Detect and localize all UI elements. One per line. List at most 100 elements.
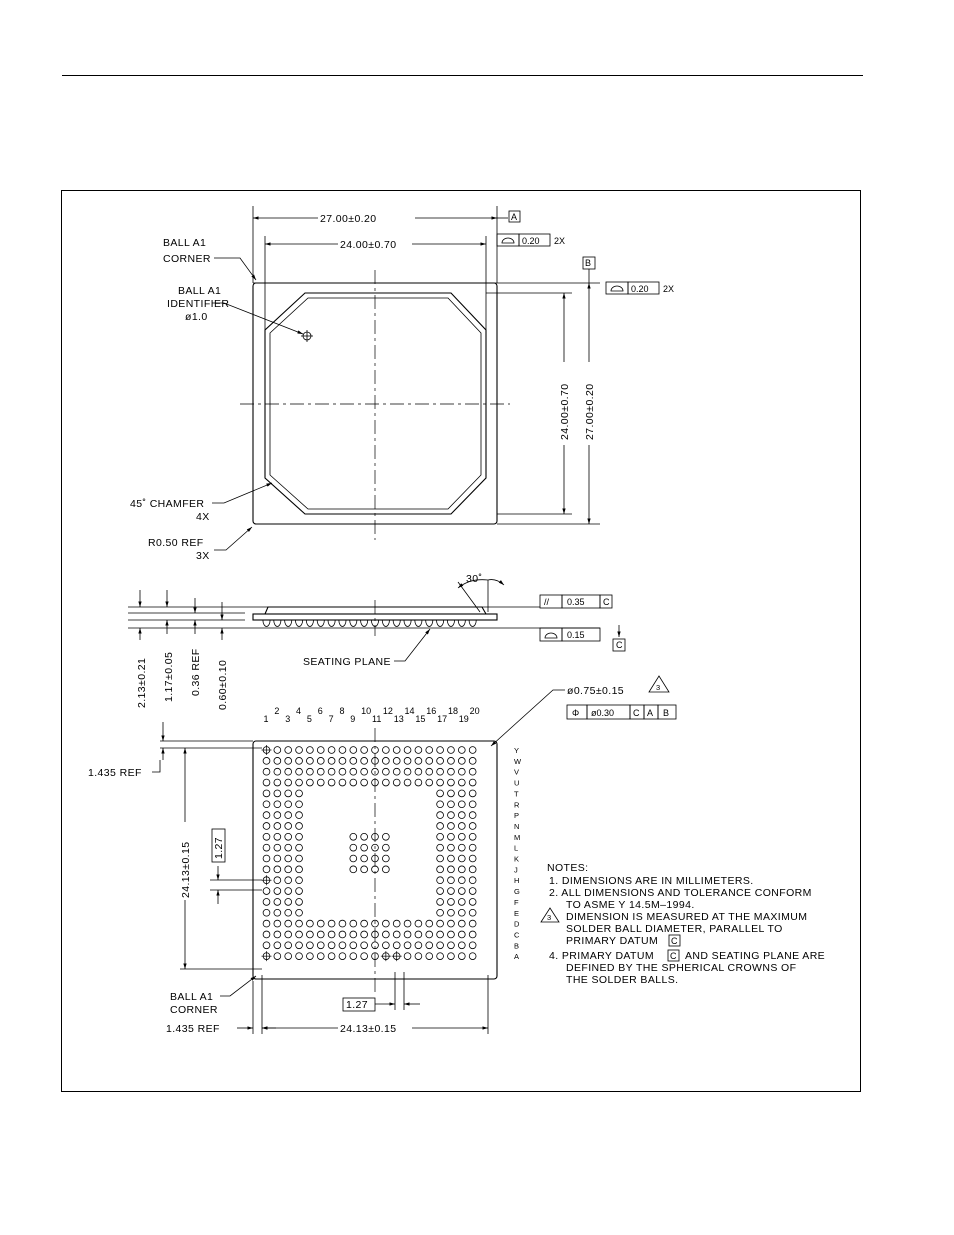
solder-ball — [360, 865, 368, 874]
solder-ball — [360, 941, 368, 950]
column-label: 10 — [361, 706, 371, 716]
solder-ball — [457, 930, 466, 939]
flatness-b-mult: 2X — [663, 284, 674, 294]
solder-ball — [457, 811, 466, 819]
solder-ball — [392, 746, 401, 754]
solder-ball — [360, 778, 368, 787]
solder-ball — [306, 778, 314, 787]
solder-ball — [414, 919, 423, 928]
solder-ball — [284, 789, 293, 798]
side-solder-ball — [273, 619, 282, 627]
solder-ball — [436, 789, 444, 798]
solder-ball — [425, 767, 434, 776]
position-datum-a: A — [647, 708, 653, 718]
row-label: M — [514, 833, 520, 842]
solder-ball — [371, 854, 379, 863]
solder-ball — [284, 757, 293, 765]
header-rule — [62, 75, 863, 76]
solder-ball — [468, 757, 477, 765]
solder-ball — [414, 941, 423, 950]
solder-ball — [295, 908, 303, 917]
solder-ball — [468, 941, 477, 950]
solder-ball — [447, 941, 455, 950]
solder-ball — [382, 941, 390, 950]
solder-ball — [316, 746, 325, 754]
solder-ball — [436, 778, 444, 787]
solder-ball — [447, 789, 455, 798]
ref-left-offset: 1.435 REF — [88, 767, 142, 779]
solder-ball — [371, 757, 379, 765]
note-2-cont: TO ASME Y 14.5M–1994. — [566, 899, 695, 911]
solder-ball — [392, 767, 401, 776]
solder-ball — [382, 832, 390, 841]
row-label: E — [514, 909, 519, 918]
solder-ball — [403, 778, 412, 787]
solder-ball — [273, 789, 282, 798]
solder-ball — [273, 843, 282, 852]
solder-ball — [306, 941, 314, 950]
solder-ball — [360, 746, 368, 754]
chamfer-label-1: 45˚ CHAMFER — [130, 498, 204, 510]
solder-ball — [360, 757, 368, 765]
column-label: 4 — [296, 706, 301, 716]
row-label: D — [514, 920, 520, 929]
solder-ball — [273, 865, 282, 874]
solder-ball — [273, 952, 282, 960]
side-ball-row — [262, 619, 477, 627]
solder-ball — [295, 811, 303, 819]
solder-ball — [468, 887, 477, 895]
solder-ball — [262, 865, 271, 874]
solder-ball — [262, 757, 271, 765]
solder-ball — [262, 919, 271, 928]
row-label: T — [514, 789, 519, 798]
solder-ball — [447, 919, 455, 928]
datum-b-label: B — [585, 258, 591, 268]
solder-ball — [295, 865, 303, 874]
row-label: Y — [514, 746, 519, 755]
side-solder-ball — [360, 619, 369, 627]
solder-ball — [284, 832, 293, 841]
pitch-horizontal: 1.27 — [346, 999, 368, 1011]
side-solder-ball — [446, 619, 455, 627]
dim-ball-span-vertical: 24.13±0.15 — [180, 842, 192, 898]
side-view: 30˚ // 0.35 C 0.15 C SEATING PLANE 2.13±… — [128, 573, 626, 710]
parallel-value: 0.35 — [567, 597, 585, 607]
solder-ball — [349, 767, 358, 776]
column-label: 13 — [394, 714, 404, 724]
solder-ball — [414, 767, 423, 776]
row-label: J — [514, 865, 518, 874]
solder-ball — [262, 854, 271, 863]
side-solder-ball — [468, 619, 477, 627]
solder-ball — [457, 887, 466, 895]
solder-ball — [436, 941, 444, 950]
solder-ball — [468, 832, 477, 841]
solder-ball — [316, 941, 325, 950]
solder-ball — [295, 876, 303, 884]
side-solder-ball — [295, 619, 304, 627]
solder-ball — [436, 746, 444, 754]
solder-ball — [436, 930, 444, 939]
solder-ball — [436, 908, 444, 917]
solder-ball — [447, 811, 455, 819]
solder-ball — [447, 832, 455, 841]
solder-ball — [349, 952, 358, 960]
solder-ball — [273, 908, 282, 917]
solder-ball — [273, 941, 282, 950]
solder-ball — [436, 865, 444, 874]
solder-ball — [284, 941, 293, 950]
solder-ball — [262, 822, 271, 830]
seating-flatness-value: 0.15 — [567, 630, 585, 640]
solder-ball — [316, 757, 325, 765]
chamfer-label-2: 4X — [196, 511, 210, 523]
solder-ball — [468, 876, 477, 884]
solder-ball — [447, 930, 455, 939]
solder-ball — [338, 919, 347, 928]
solder-ball — [284, 865, 293, 874]
row-label: V — [514, 768, 519, 777]
solder-ball — [273, 822, 282, 830]
solder-ball — [436, 887, 444, 895]
solder-ball — [284, 778, 293, 787]
solder-ball — [457, 822, 466, 830]
solder-ball — [457, 898, 466, 906]
solder-ball — [468, 908, 477, 917]
